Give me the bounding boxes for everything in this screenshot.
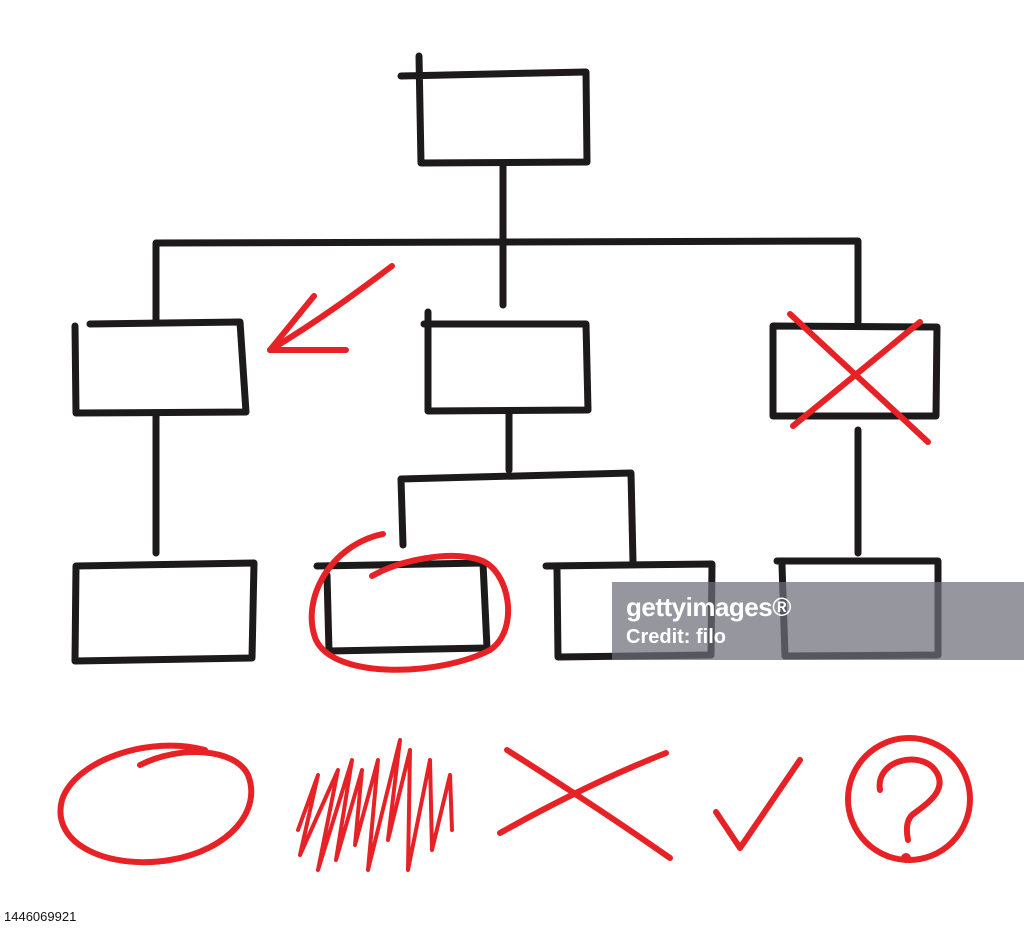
circle-annotation bbox=[308, 531, 512, 673]
cross-annotation bbox=[787, 311, 931, 445]
box-level2-middle bbox=[420, 308, 592, 415]
checkmark-icon bbox=[713, 757, 803, 851]
watermark-banner: gettyimages® Credit: filo bbox=[612, 582, 1024, 660]
box-level3-left bbox=[71, 559, 258, 665]
box-level2-left bbox=[71, 318, 250, 417]
scribble-icon bbox=[296, 738, 454, 872]
cross-icon bbox=[497, 747, 673, 861]
image-id-label: 1446069921 bbox=[0, 902, 104, 931]
connector-horizontal-bus bbox=[152, 237, 862, 326]
arrow-annotation bbox=[267, 263, 395, 353]
question-circle-icon bbox=[845, 735, 973, 863]
watermark-brand: gettyimages® bbox=[626, 592, 791, 622]
box-level2-right bbox=[769, 322, 941, 420]
watermark-credit: Credit: filo bbox=[626, 626, 726, 648]
circle-icon bbox=[57, 742, 255, 866]
box-root bbox=[397, 52, 591, 167]
box-level3-middle-left bbox=[313, 559, 491, 655]
connector-middle-split bbox=[397, 469, 637, 566]
